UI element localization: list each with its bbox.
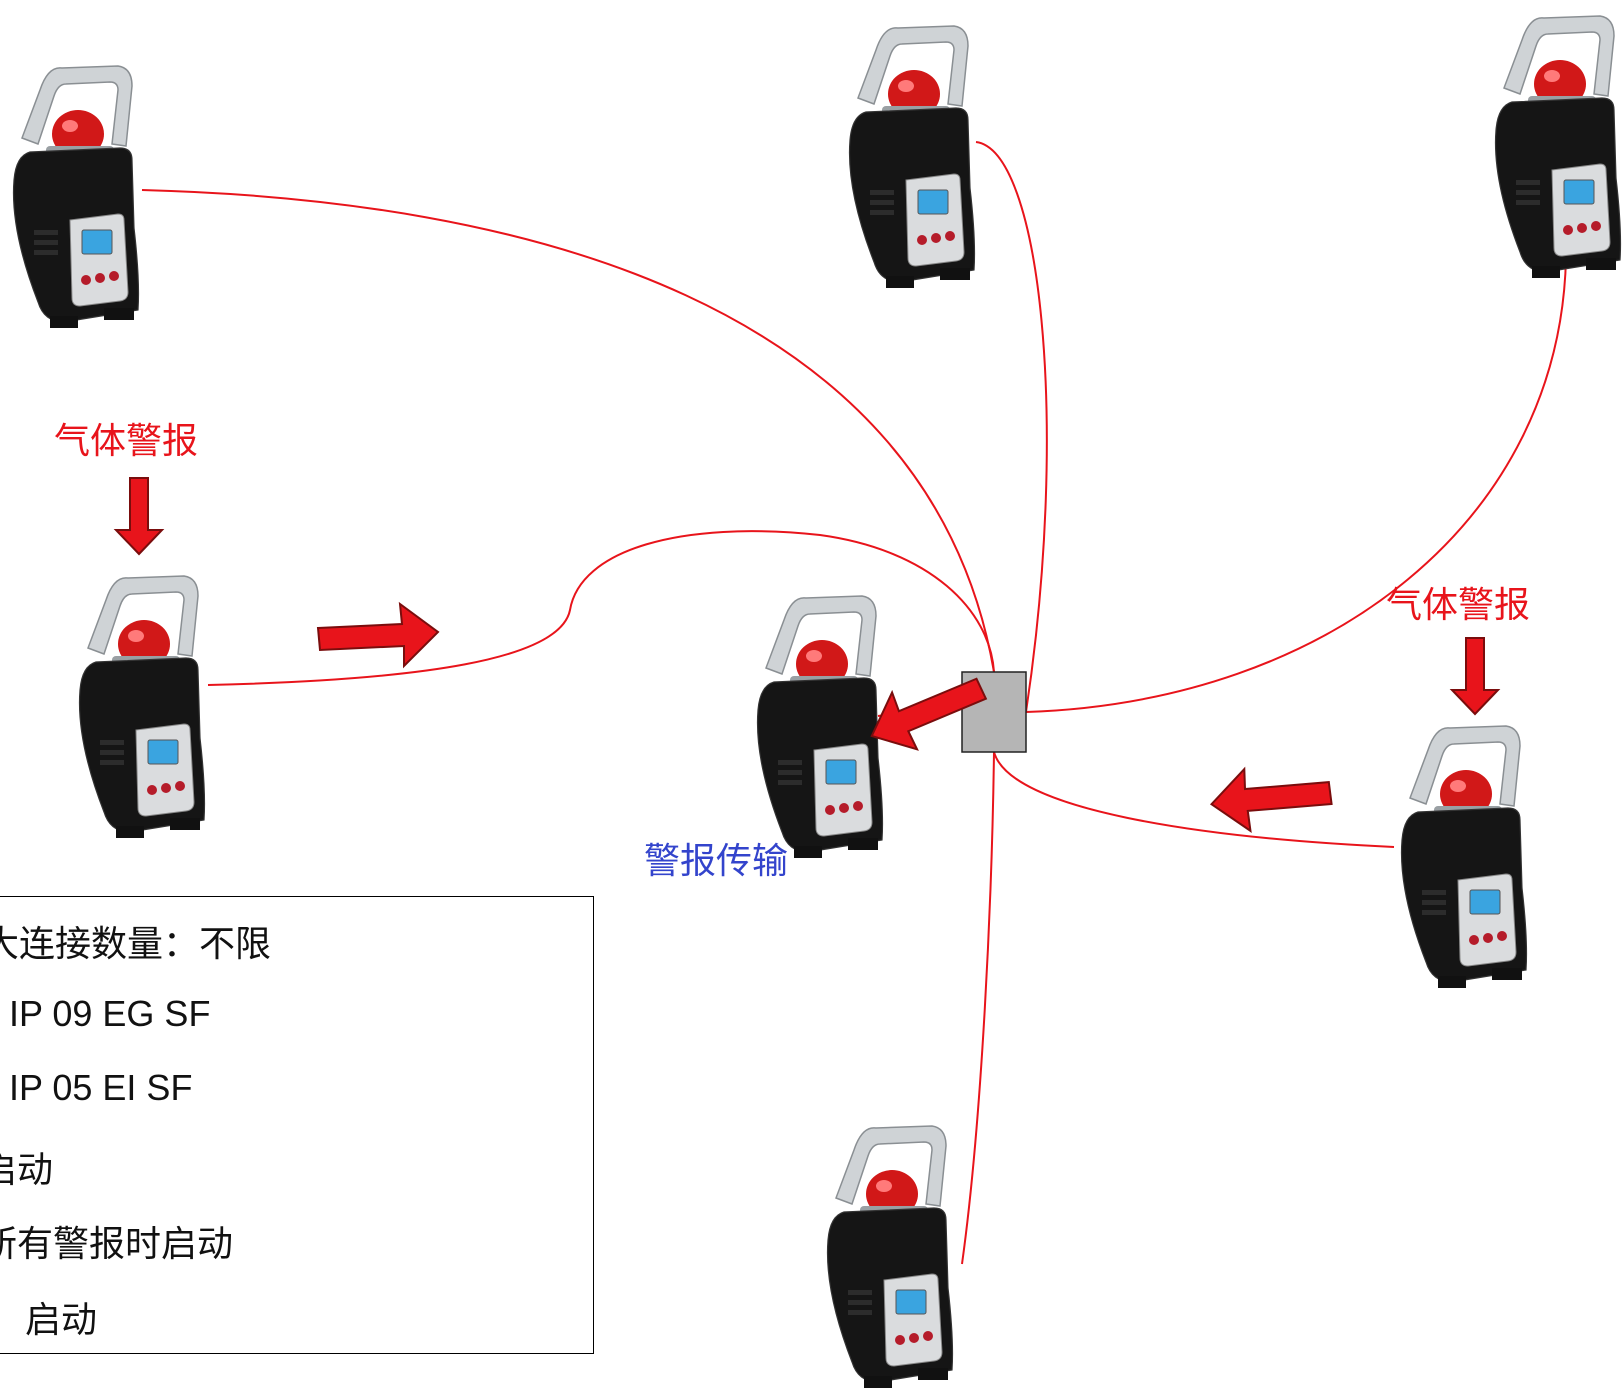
wire-bottom <box>961 751 995 1265</box>
detector-top-right <box>1494 15 1622 279</box>
arrow-down-left <box>115 477 163 555</box>
gas-alarm-label-left: 气体警报 <box>54 421 199 462</box>
legend-line-2: IP 09 EG SF <box>9 993 211 1034</box>
legend-line-6: 启动 <box>25 1300 98 1341</box>
legend-line-3: IP 05 EI SF <box>9 1067 193 1108</box>
wire-right <box>993 751 1395 848</box>
detector-center <box>756 595 884 859</box>
detector-right <box>1400 725 1528 989</box>
detector-top-center <box>848 25 976 289</box>
alarm-transmission-label: 警报传输 <box>644 841 789 882</box>
wire-network <box>141 141 1567 1265</box>
wire-top-center <box>975 141 1048 713</box>
wire-mid-left <box>207 530 995 686</box>
detector-top-left <box>12 65 140 329</box>
legend-line-1: 大连接数量：不限 <box>0 924 272 965</box>
wire-top-right <box>1025 257 1567 713</box>
detector-mid-left <box>78 575 206 839</box>
detector-bottom <box>826 1125 954 1388</box>
legend-line-5: 所有警报时启动 <box>0 1224 234 1265</box>
legend-line-4: 启动 <box>0 1150 54 1191</box>
arrow-left-right <box>1209 765 1334 834</box>
wire-top-left <box>141 189 995 673</box>
arrow-down-right <box>1451 637 1499 715</box>
gas-alarm-label-right: 气体警报 <box>1386 585 1531 626</box>
arrow-right-mid <box>317 603 439 667</box>
junction-box <box>961 671 1027 753</box>
legend-box: 大连接数量：不限 IP 09 EG SF IP 05 EI SF 启动 所有警报… <box>0 896 594 1354</box>
